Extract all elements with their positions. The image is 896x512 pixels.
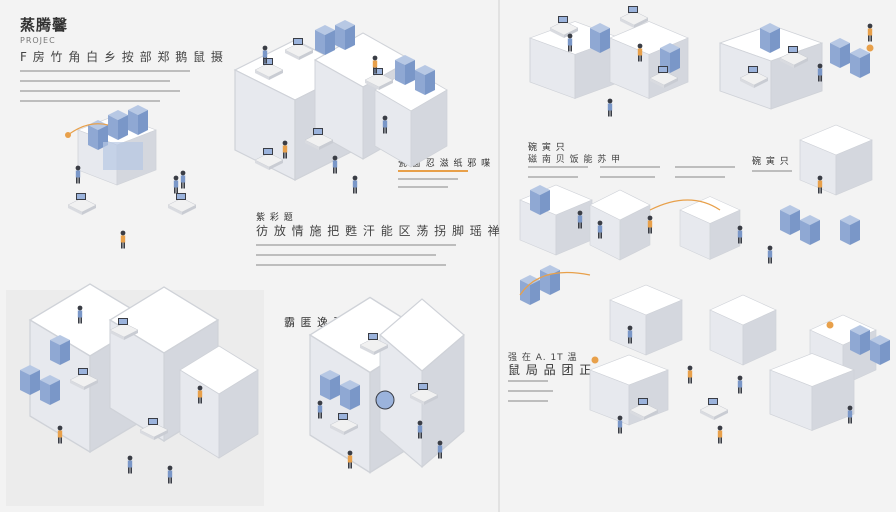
orange-rule: [398, 170, 468, 172]
text-line: [600, 166, 660, 168]
text-line: [508, 390, 553, 392]
scene-top-right-b: [719, 23, 874, 110]
text-line: [675, 166, 735, 168]
top-left-subtitle: PROJEC: [20, 36, 56, 45]
bottom-right-line1: 强 在 A. 1T 温: [508, 353, 578, 363]
mid-section-title: 紫 彩 题: [256, 213, 294, 223]
text-line: [256, 244, 456, 246]
text-line: [508, 380, 548, 382]
text-line: [20, 90, 180, 92]
left-divider: [498, 0, 500, 512]
scene-bottom-mid: [309, 296, 465, 474]
text-line: [508, 400, 548, 402]
text-line: [528, 176, 578, 178]
text-line: [752, 170, 792, 172]
text-line: [600, 176, 655, 178]
top-mid-label: 瓷 窗 忍 滋 纸 邪 喋: [398, 159, 492, 169]
text-line: [398, 186, 448, 188]
top-left-heading: F 房 竹 角 白 乡 按 部 郑 鹅 鼠 摄: [20, 50, 224, 64]
text-line: [20, 80, 170, 82]
scene-right-mid: [519, 124, 873, 264]
right-mid-title: 碗 寅 只: [528, 143, 566, 153]
top-left-title: 蒸腾馨: [20, 16, 69, 34]
scene-bottom-left: [20, 283, 259, 484]
scene-right-bottom: [519, 265, 890, 444]
text-line: [398, 178, 458, 180]
right-mid-title-2: 碗 寅 只: [752, 157, 790, 167]
bottom-right-line2: 鼠 局 品 团 正: [508, 363, 593, 377]
text-line: [256, 264, 446, 266]
text-line: [20, 70, 190, 72]
scene-top-right-a: [529, 5, 689, 117]
right-mid-row: 磁 南 贝 饭 能 苏 甲: [528, 155, 622, 165]
scene-top-mid: [234, 20, 448, 194]
text-line: [20, 100, 160, 102]
text-line: [528, 166, 588, 168]
mid-heading: 彷 放 情 施 把 甦 汗 能 区 荡 拐 脚 瑶 禅: [256, 224, 501, 238]
scene-top-left: [65, 105, 197, 249]
text-line: [256, 254, 436, 256]
text-line: [675, 176, 725, 178]
